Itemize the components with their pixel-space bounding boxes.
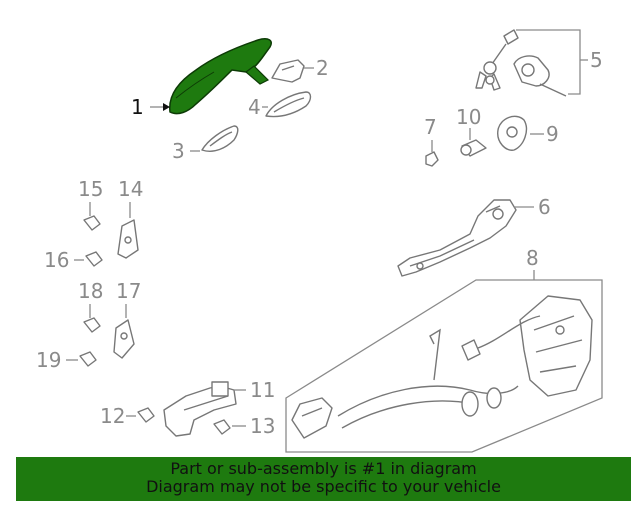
part-11-door-check <box>163 381 237 437</box>
callout-5: 5 <box>590 48 603 72</box>
part-4-gasket <box>265 91 312 118</box>
callout-9: 9 <box>546 122 559 146</box>
info-banner: Part or sub-assembly is #1 in diagram Di… <box>16 457 631 501</box>
part-16-bolt <box>85 251 103 267</box>
parts-diagram: 1 2 4 3 5 7 10 <box>36 29 603 453</box>
part-14-hinge <box>117 219 139 259</box>
part-8-lock-assembly <box>291 295 593 439</box>
part-6-handle-frame <box>397 199 517 277</box>
callout-6: 6 <box>538 195 551 219</box>
part-2-handle-cap <box>271 59 305 83</box>
part-15-bolt <box>83 215 101 231</box>
callout-11: 11 <box>250 378 275 402</box>
part-18-bolt <box>83 317 101 333</box>
part-17-hinge <box>113 319 135 359</box>
callout-18: 18 <box>78 279 103 303</box>
callout-15: 15 <box>78 177 103 201</box>
part-1-outside-handle[interactable] <box>169 38 272 115</box>
part-19-bolt <box>79 351 97 367</box>
banner-line-2: Diagram may not be specific to your vehi… <box>146 477 501 496</box>
part-5-lock-cylinder-set <box>475 29 567 97</box>
part-3-gasket <box>201 125 239 152</box>
callout-17: 17 <box>116 279 141 303</box>
callout-1: 1 <box>131 95 144 119</box>
part-9-striker <box>497 115 528 151</box>
part-10-bolt <box>460 139 487 157</box>
part-12-bolt <box>137 407 155 423</box>
part-7-bolt <box>425 151 439 167</box>
callout-12: 12 <box>100 404 125 428</box>
callout-13: 13 <box>250 414 275 438</box>
callout-16: 16 <box>44 248 69 272</box>
part-8-group-outline <box>285 279 603 453</box>
callout-19: 19 <box>36 348 61 372</box>
callout-2: 2 <box>316 56 329 80</box>
callout-7: 7 <box>424 115 437 139</box>
banner-line-1: Part or sub-assembly is #1 in diagram <box>170 459 477 478</box>
callout-4: 4 <box>248 95 261 119</box>
callout-3: 3 <box>172 139 185 163</box>
part-13-bolt <box>213 419 231 435</box>
callout-14: 14 <box>118 177 143 201</box>
callout-8: 8 <box>526 246 539 270</box>
callout-10: 10 <box>456 105 481 129</box>
